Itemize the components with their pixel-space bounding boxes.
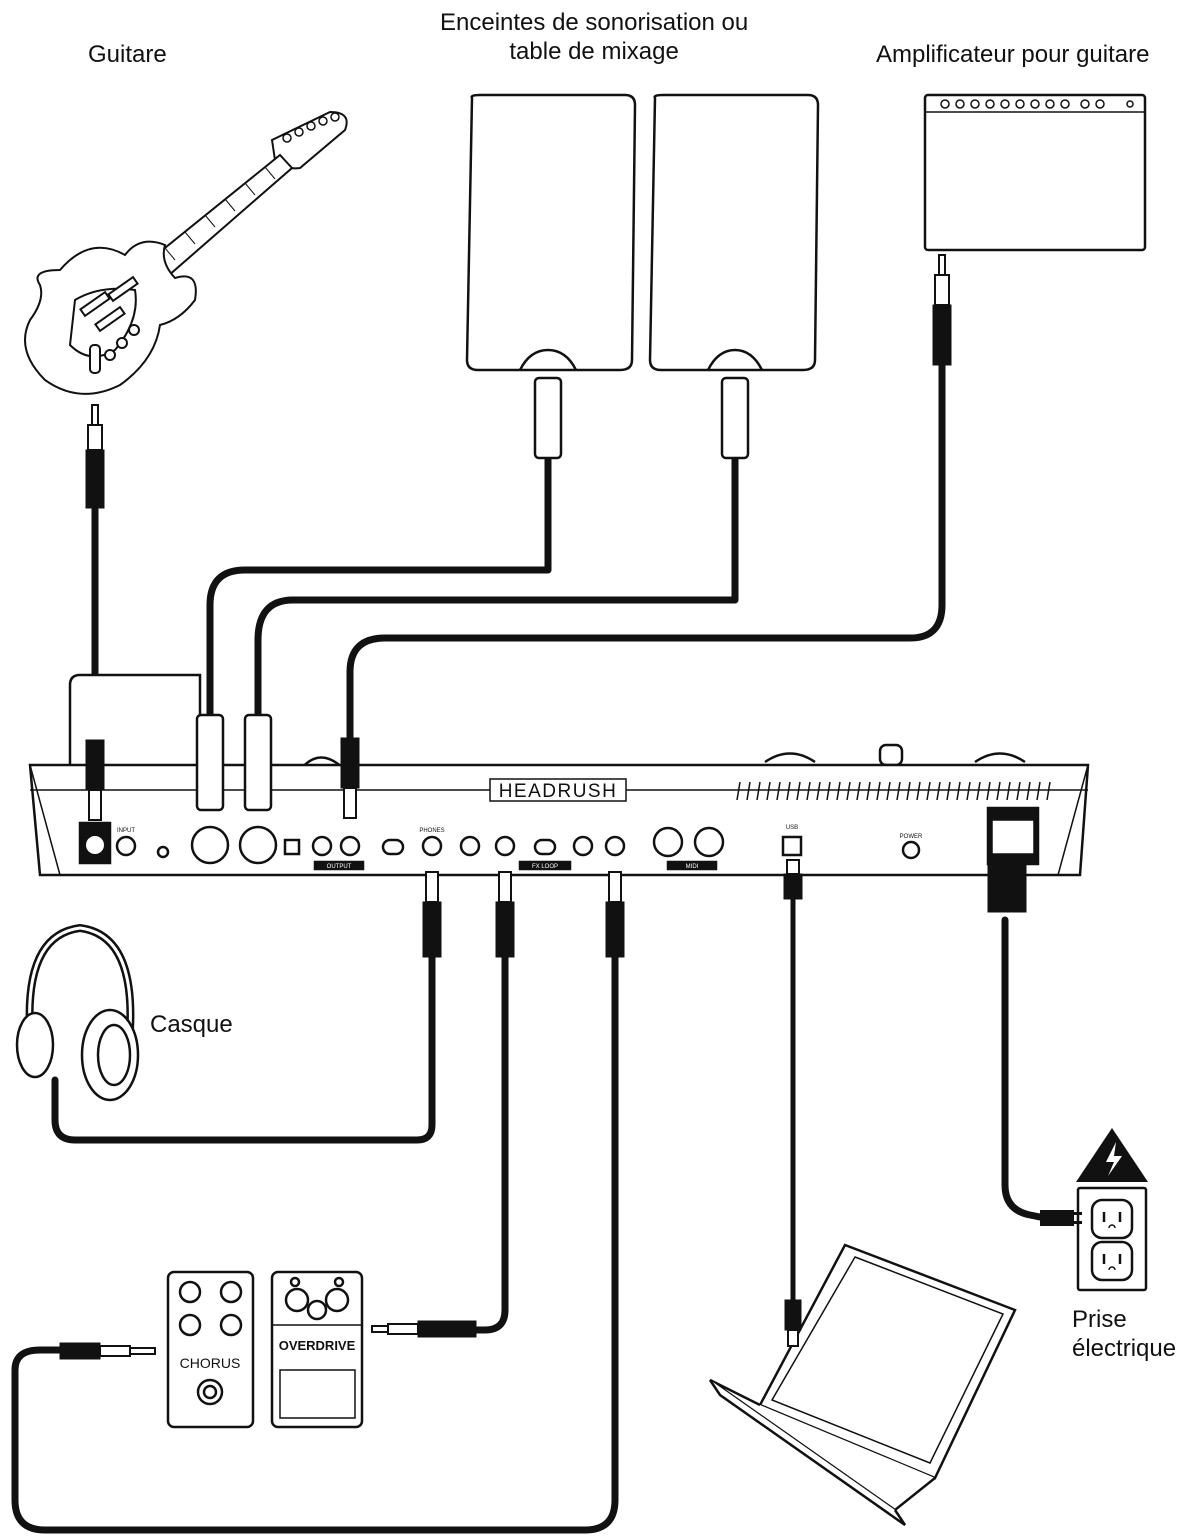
fx-return-cable: [11, 951, 619, 1534]
speaker-cable-left: [206, 451, 552, 724]
overdrive-pedal: [270, 1270, 364, 1429]
power-plug: [1040, 1210, 1082, 1226]
power-cable: [1001, 916, 1049, 1222]
panel-output-label: OUTPUT: [327, 864, 352, 870]
panel-input-label: INPUT: [117, 828, 135, 834]
amplifier-illustration: [923, 93, 1147, 252]
chorus-pedal: [166, 1270, 255, 1429]
outlet-label: Prise électrique: [1072, 1306, 1177, 1362]
laptop-illustration: [708, 1243, 1017, 1527]
speaker-left: [465, 93, 637, 460]
headphones-illustration: [15, 923, 140, 1102]
amp-jack-plug: [932, 254, 952, 366]
panel-midi-label: MIDI: [686, 864, 699, 870]
device-brand: HEADRUSH: [499, 781, 618, 802]
speaker-right: [648, 93, 820, 460]
speaker-cable-right: [254, 451, 739, 724]
guitar-illustration: [24, 110, 348, 395]
speakers-label: Enceintes de sonorisation ou table de mi…: [440, 9, 749, 65]
amp-cable: [346, 361, 946, 744]
pedal-jack-plugs: [59, 1320, 477, 1360]
headrush-device: [28, 673, 1090, 877]
usb-plug: [784, 1299, 802, 1347]
panel-usb-label: USB: [786, 825, 798, 831]
panel-power-label: POWER: [900, 834, 923, 840]
warning-triangle-icon: [1076, 1128, 1148, 1182]
overdrive-pedal-label: OVERDRIVE: [279, 1338, 356, 1353]
device-bottom-plugs: [422, 859, 1027, 958]
device-top-plugs: [85, 713, 360, 821]
outlet-illustration: [1076, 1186, 1148, 1292]
amplifier-label: Amplificateur pour guitare: [876, 41, 1150, 68]
chorus-pedal-label: CHORUS: [180, 1355, 241, 1371]
guitar-label: Guitare: [88, 41, 167, 68]
guitar-jack-plug: [85, 404, 105, 509]
headphones-label: Casque: [150, 1011, 233, 1038]
panel-phones-label: PHONES: [419, 828, 444, 834]
panel-fx-loop-label: FX LOOP: [532, 864, 558, 870]
fx-send-cable: [471, 951, 509, 1334]
headphones-cable: [51, 951, 436, 1144]
